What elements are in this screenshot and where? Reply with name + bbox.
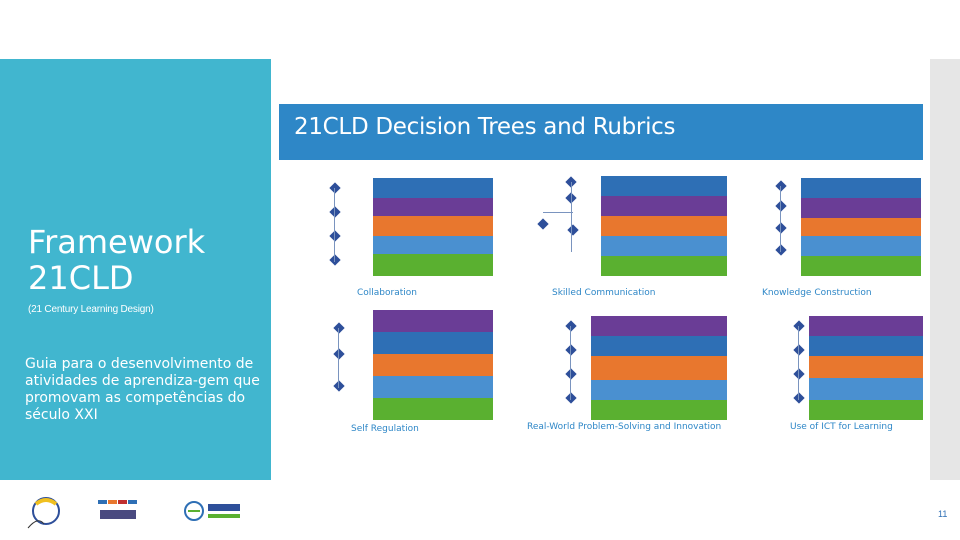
decision-node [565,320,576,331]
tree-connector [780,186,781,252]
decision-tree [503,172,599,272]
band-2 [809,336,923,356]
band-1 [601,176,727,196]
decision-node [537,218,548,229]
tree-connector [543,212,573,213]
band-2 [373,332,493,354]
rubric-bands [591,316,727,420]
band-1 [809,316,923,336]
band-3 [591,356,727,380]
band-5 [373,254,493,276]
decision-node [793,320,804,331]
rubric-real-world-problem-solving: Real-World Problem-Solving and Innovatio… [503,316,727,438]
band-2 [591,336,727,356]
rubric-self-regulation: Self Regulation [287,310,493,438]
band-4 [601,236,727,256]
decision-node [333,380,344,391]
decision-node [329,254,340,265]
band-1 [373,310,493,332]
band-3 [801,218,921,236]
cfae-logo-icon [184,498,244,524]
tree-connector [571,182,572,252]
poster-title: 21CLD Decision Trees and Rubrics [294,114,675,140]
rubric-collaboration: Collaboration [287,178,493,276]
rubric-knowledge-construction: Knowledge Construction [737,178,923,282]
band-3 [809,356,923,378]
band-5 [809,400,923,420]
band-1 [591,316,727,336]
rubric-label: Knowledge Construction [762,288,872,298]
slide-subtitle: (21 Century Learning Design) [28,304,154,315]
aerbp-logo-icon [96,498,140,524]
decision-tree [737,178,793,276]
decision-tree [287,178,363,276]
rubric-label: Collaboration [357,288,417,298]
rubric-bands [809,316,923,420]
decision-node [793,368,804,379]
band-4 [591,380,727,400]
band-5 [591,400,727,420]
seal-logo-icon [24,494,64,530]
poster-header: 21CLD Decision Trees and Rubrics [279,104,923,160]
decision-node [565,344,576,355]
right-gray-strip [930,59,960,480]
band-2 [601,196,727,216]
rubric-bands [373,310,493,420]
decision-node [775,244,786,255]
decision-node [565,368,576,379]
decision-node [333,348,344,359]
rubric-bands [601,176,727,276]
decision-node [793,344,804,355]
rubric-label: Real-World Problem-Solving and Innovatio… [527,422,721,432]
tree-connector [334,188,335,262]
slide-title: Framework 21CLD [28,224,258,296]
decision-node [329,230,340,241]
decision-node [333,322,344,333]
tree-connector [338,328,339,388]
rubric-label: Use of ICT for Learning [790,422,893,432]
band-4 [801,236,921,256]
tree-connector [798,326,799,400]
band-1 [373,178,493,198]
decision-node [565,392,576,403]
band-4 [373,236,493,254]
decision-node [775,180,786,191]
band-5 [601,256,727,276]
page-number: 11 [938,509,947,519]
tree-connector [570,326,571,400]
rubrics-poster-image: 21CLD Decision Trees and Rubrics Collabo… [279,104,923,438]
band-3 [601,216,727,236]
decision-node [329,182,340,193]
band-4 [809,378,923,400]
rubric-label: Skilled Communication [552,288,655,298]
rubric-bands [801,178,921,276]
band-5 [373,398,493,420]
band-2 [801,198,921,218]
rubric-label: Self Regulation [351,424,419,434]
band-1 [801,178,921,198]
band-4 [373,376,493,398]
decision-node [567,224,578,235]
rubric-use-of-ict: Use of ICT for Learning [737,316,923,438]
slide-description: Guia para o desenvolvimento de atividade… [25,356,265,424]
decision-node [793,392,804,403]
decision-tree [737,316,813,416]
decision-tree [503,316,591,416]
band-5 [801,256,921,276]
decision-node [775,200,786,211]
decision-tree [287,310,367,410]
band-3 [373,216,493,236]
rubric-bands [373,178,493,276]
decision-node [329,206,340,217]
band-2 [373,198,493,216]
rubric-skilled-communication: Skilled Communication [503,172,727,278]
band-3 [373,354,493,376]
decision-node [775,222,786,233]
